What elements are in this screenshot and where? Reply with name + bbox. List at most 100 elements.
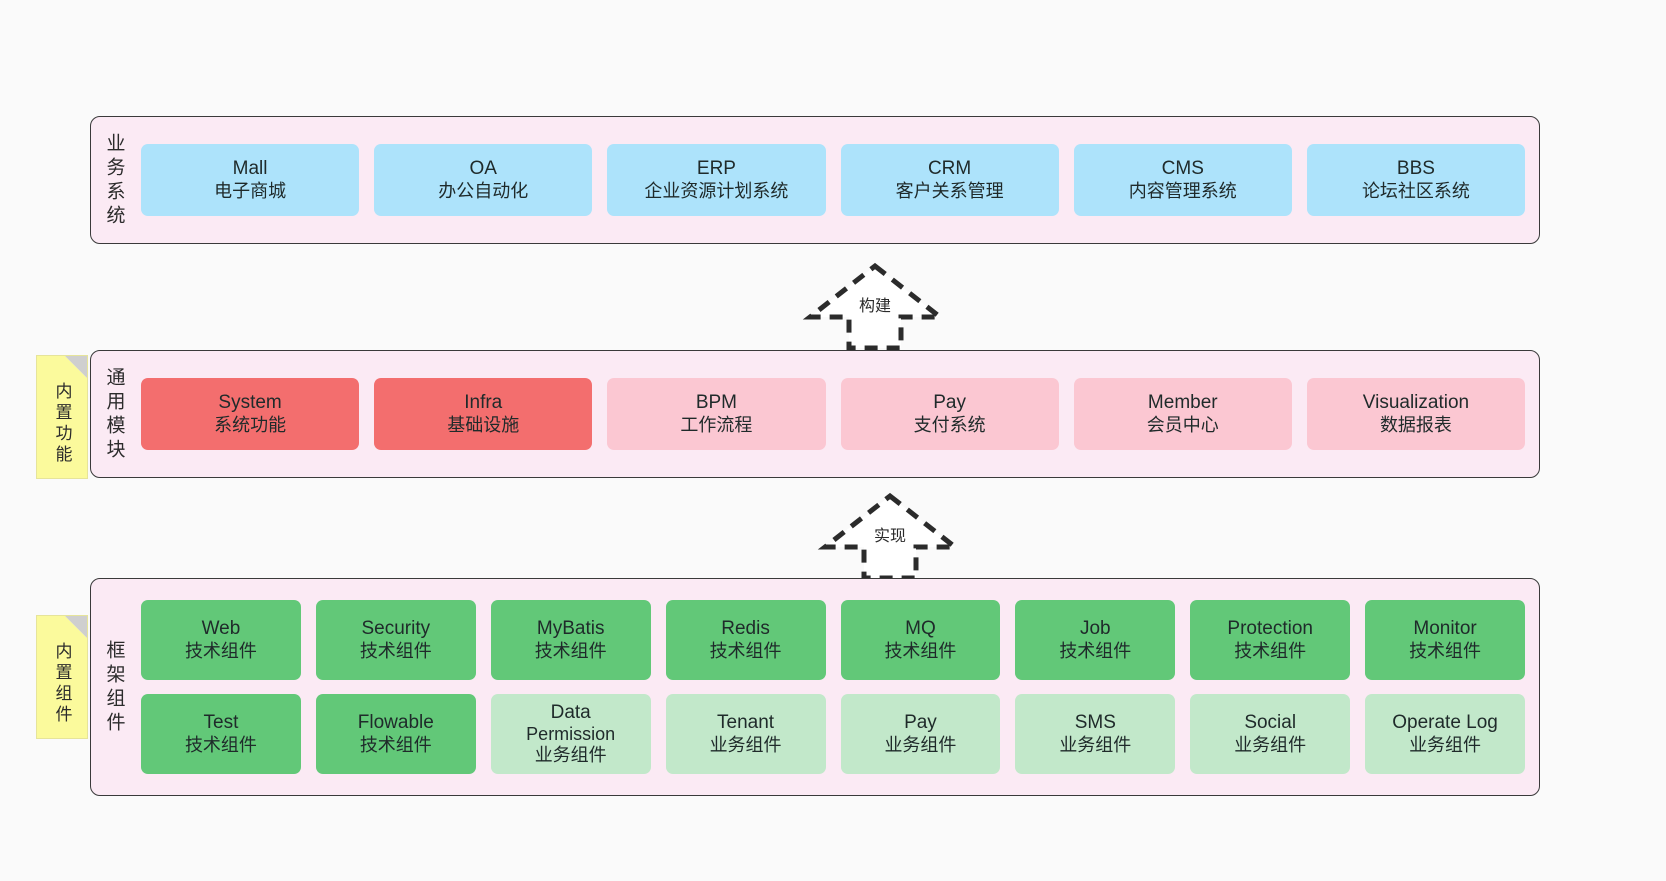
card-bbs-title: BBS bbox=[1396, 158, 1435, 180]
card-bbs-subtitle: 论坛社区系统 bbox=[1361, 180, 1470, 201]
card-security[interactable]: Security 技术组件 bbox=[315, 600, 476, 680]
card-job-subtitle: 技术组件 bbox=[1059, 640, 1132, 661]
card-flowable-title: Flowable bbox=[357, 712, 434, 734]
card-mq-title: MQ bbox=[905, 618, 936, 640]
card-bbs[interactable]: BBS 论坛社区系统 bbox=[1306, 144, 1526, 216]
sticky-note-fold-icon bbox=[65, 356, 87, 378]
card-sms-title: SMS bbox=[1074, 712, 1116, 734]
card-system-title: System bbox=[218, 392, 282, 414]
card-monitor-title: Monitor bbox=[1413, 618, 1477, 640]
card-social-title: Social bbox=[1244, 712, 1297, 734]
card-erp[interactable]: ERP 企业资源计划系统 bbox=[607, 144, 826, 216]
layer-framework-component-title: 框架组件 bbox=[103, 640, 125, 736]
card-cms-title: CMS bbox=[1161, 158, 1204, 180]
card-crm[interactable]: CRM 客户关系管理 bbox=[840, 144, 1059, 216]
card-job-title: Job bbox=[1079, 618, 1111, 640]
card-security-subtitle: 技术组件 bbox=[359, 640, 432, 661]
layer-common-module-title: 通用模块 bbox=[103, 367, 125, 463]
card-crm-subtitle: 客户关系管理 bbox=[895, 180, 1004, 201]
card-monitor-subtitle: 技术组件 bbox=[1409, 640, 1482, 661]
card-tenant-title: Tenant bbox=[717, 712, 775, 734]
card-crm-title: CRM bbox=[927, 158, 972, 180]
card-pay-component[interactable]: Pay 业务组件 bbox=[840, 694, 1001, 774]
card-oa-subtitle: 办公自动化 bbox=[438, 180, 529, 201]
card-web-title: Web bbox=[201, 618, 241, 640]
card-web[interactable]: Web 技术组件 bbox=[141, 600, 301, 680]
layer-business-system-title: 业务系统 bbox=[103, 133, 125, 229]
card-bpm-title: BPM bbox=[695, 392, 738, 414]
card-flowable-subtitle: 技术组件 bbox=[359, 734, 432, 755]
card-operate-log-subtitle: 业务组件 bbox=[1409, 734, 1482, 755]
card-data-permission-subtitle: 业务组件 bbox=[534, 745, 607, 766]
card-erp-title: ERP bbox=[696, 158, 736, 180]
sticky-note-builtin-features: 内置功能 bbox=[36, 355, 88, 479]
framework-tech-row: Web 技术组件 Security 技术组件 MyBatis 技术组件 Redi… bbox=[141, 600, 1525, 680]
sticky-note-builtin-components: 内置组件 bbox=[36, 615, 88, 739]
card-tenant-subtitle: 业务组件 bbox=[709, 734, 782, 755]
card-test-subtitle: 技术组件 bbox=[184, 734, 257, 755]
card-member-title: Member bbox=[1147, 392, 1218, 414]
card-data-permission[interactable]: Data Permission 业务组件 bbox=[490, 694, 651, 774]
card-mall-subtitle: 电子商城 bbox=[214, 180, 287, 201]
card-pay-component-subtitle: 业务组件 bbox=[884, 734, 957, 755]
card-infra-title: Infra bbox=[464, 392, 503, 414]
connector-build-label: 构建 bbox=[858, 298, 892, 315]
card-erp-subtitle: 企业资源计划系统 bbox=[644, 180, 789, 201]
card-visualization-title: Visualization bbox=[1362, 392, 1470, 414]
card-cms[interactable]: CMS 内容管理系统 bbox=[1073, 144, 1292, 216]
card-system-subtitle: 系统功能 bbox=[214, 414, 287, 435]
common-module-row: System 系统功能 Infra 基础设施 BPM 工作流程 Pay 支付系统… bbox=[141, 378, 1526, 450]
connector-build: 构建 bbox=[800, 262, 950, 352]
card-job[interactable]: Job 技术组件 bbox=[1015, 600, 1176, 680]
card-test-title: Test bbox=[203, 712, 239, 734]
framework-business-row: Test 技术组件 Flowable 技术组件 Data Permission … bbox=[141, 694, 1525, 774]
card-cms-subtitle: 内容管理系统 bbox=[1128, 180, 1237, 201]
card-social[interactable]: Social 业务组件 bbox=[1190, 694, 1351, 774]
card-redis-subtitle: 技术组件 bbox=[709, 640, 782, 661]
card-sms[interactable]: SMS 业务组件 bbox=[1015, 694, 1176, 774]
card-member-subtitle: 会员中心 bbox=[1146, 414, 1219, 435]
connector-implement-label: 实现 bbox=[873, 528, 907, 545]
card-data-permission-title-line2: Permission bbox=[526, 723, 616, 744]
card-bpm[interactable]: BPM 工作流程 bbox=[607, 378, 826, 450]
card-mall[interactable]: Mall 电子商城 bbox=[141, 144, 360, 216]
connector-implement: 实现 bbox=[815, 492, 965, 582]
card-visualization[interactable]: Visualization 数据报表 bbox=[1306, 378, 1526, 450]
layer-common-module-body: System 系统功能 Infra 基础设施 BPM 工作流程 Pay 支付系统… bbox=[137, 351, 1539, 477]
card-system[interactable]: System 系统功能 bbox=[141, 378, 360, 450]
card-redis[interactable]: Redis 技术组件 bbox=[665, 600, 826, 680]
card-data-permission-title-line1: Data bbox=[550, 701, 591, 723]
card-oa[interactable]: OA 办公自动化 bbox=[374, 144, 593, 216]
card-pay-module-subtitle: 支付系统 bbox=[913, 414, 986, 435]
card-social-subtitle: 业务组件 bbox=[1234, 734, 1307, 755]
card-pay-component-title: Pay bbox=[904, 712, 937, 734]
connector-build-arrow-icon bbox=[802, 262, 948, 351]
layer-business-system: 业务系统 Mall 电子商城 OA 办公自动化 ERP 企业资源计划系统 CRM… bbox=[90, 116, 1540, 244]
sticky-note-builtin-features-text: 内置功能 bbox=[52, 382, 72, 466]
card-operate-log[interactable]: Operate Log 业务组件 bbox=[1365, 694, 1525, 774]
card-test[interactable]: Test 技术组件 bbox=[141, 694, 301, 774]
card-tenant[interactable]: Tenant 业务组件 bbox=[665, 694, 826, 774]
card-infra[interactable]: Infra 基础设施 bbox=[374, 378, 593, 450]
card-web-subtitle: 技术组件 bbox=[184, 640, 257, 661]
card-member[interactable]: Member 会员中心 bbox=[1073, 378, 1292, 450]
card-mybatis-title: MyBatis bbox=[536, 618, 605, 640]
card-flowable[interactable]: Flowable 技术组件 bbox=[315, 694, 476, 774]
card-pay-module[interactable]: Pay 支付系统 bbox=[840, 378, 1059, 450]
card-mq[interactable]: MQ 技术组件 bbox=[840, 600, 1001, 680]
card-mybatis-subtitle: 技术组件 bbox=[534, 640, 607, 661]
card-protection-subtitle: 技术组件 bbox=[1234, 640, 1307, 661]
card-mybatis[interactable]: MyBatis 技术组件 bbox=[490, 600, 651, 680]
card-protection-title: Protection bbox=[1227, 618, 1313, 640]
card-bpm-subtitle: 工作流程 bbox=[680, 414, 753, 435]
card-pay-module-title: Pay bbox=[933, 392, 966, 414]
business-system-row: Mall 电子商城 OA 办公自动化 ERP 企业资源计划系统 CRM 客户关系… bbox=[141, 144, 1526, 216]
card-monitor[interactable]: Monitor 技术组件 bbox=[1365, 600, 1525, 680]
layer-common-module: 通用模块 System 系统功能 Infra 基础设施 BPM 工作流程 Pay… bbox=[90, 350, 1540, 478]
card-mq-subtitle: 技术组件 bbox=[884, 640, 957, 661]
card-sms-subtitle: 业务组件 bbox=[1059, 734, 1132, 755]
layer-framework-component-body: Web 技术组件 Security 技术组件 MyBatis 技术组件 Redi… bbox=[137, 579, 1539, 795]
card-protection[interactable]: Protection 技术组件 bbox=[1190, 600, 1351, 680]
card-operate-log-title: Operate Log bbox=[1392, 712, 1498, 734]
